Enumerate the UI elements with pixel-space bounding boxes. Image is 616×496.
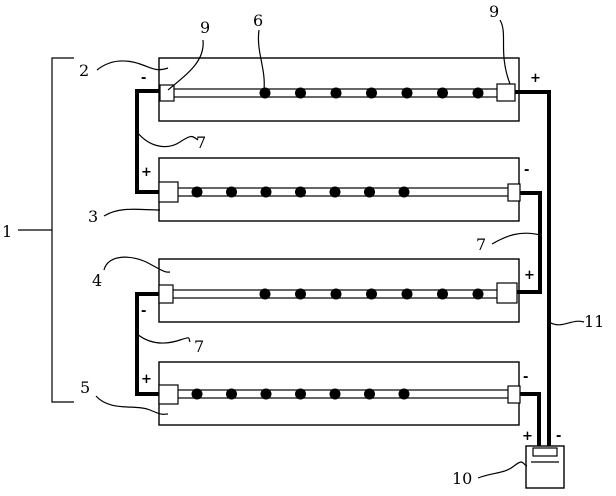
panel-bottom-right-cap [508, 386, 520, 403]
led-panel-third-6 [437, 289, 448, 300]
led-panel-bottom-7 [399, 389, 410, 400]
panel-bottom [159, 362, 520, 425]
led-panel-third-3 [331, 289, 342, 300]
leader-panel-second [104, 209, 160, 216]
led-panel-second-5 [330, 187, 341, 198]
leader-panel-bottom [96, 396, 168, 414]
led-panel-third-7 [473, 289, 484, 300]
leader-jumper-b [492, 233, 540, 244]
power-supply [526, 446, 564, 488]
label-panel-third: 4 [92, 271, 102, 290]
led-panel-bottom-1 [192, 389, 203, 400]
label-panel-second: 3 [88, 207, 98, 226]
led-panel-second-3 [261, 187, 272, 198]
label-panel-bottom: 5 [80, 378, 90, 397]
led-panel-third-5 [402, 289, 413, 300]
led-panel-second-4 [295, 187, 306, 198]
label-end-cap-right: 9 [489, 2, 499, 21]
led-panel-third-2 [295, 289, 306, 300]
led-panel-third-1 [260, 289, 271, 300]
led-panel-third-4 [366, 289, 377, 300]
panel-third-left-cap [159, 285, 173, 303]
polarity-panel-second-left: + [141, 165, 152, 180]
led-panel-bottom-5 [330, 389, 341, 400]
panel-top [159, 58, 519, 121]
leader-panel-top [97, 61, 168, 70]
panel-second-right-cap [508, 184, 520, 201]
label-jumper-b: 7 [476, 235, 486, 254]
label-main-lead: 11 [584, 312, 604, 331]
led-panel-bottom-6 [364, 389, 375, 400]
led-panel-top-4 [366, 88, 377, 99]
polarity-supply-negative: - [556, 429, 561, 444]
label-power-supply: 10 [452, 469, 472, 488]
polarity-panel-third-left: - [141, 304, 146, 319]
polarity-panel-top-right: + [530, 71, 541, 86]
led-panel-second-6 [364, 187, 375, 198]
polarity-supply-positive: + [522, 429, 533, 444]
leader-power-supply [478, 462, 527, 478]
led-panel-top-6 [437, 88, 448, 99]
led-panel-top-5 [402, 88, 413, 99]
led-panel-second-1 [192, 187, 203, 198]
led-panel-bottom-3 [261, 389, 272, 400]
label-jumper-a: 7 [196, 133, 206, 152]
leader-jumper-a [137, 132, 198, 147]
label-jumper-c: 7 [194, 337, 204, 356]
panel-third-right-cap [497, 283, 517, 303]
polarity-panel-bottom-right: - [523, 370, 528, 385]
led-panel-second-7 [399, 187, 410, 198]
power-supply-terminal-block [533, 448, 557, 456]
led-panel-second-2 [226, 187, 237, 198]
panel-second-left-cap [159, 182, 178, 202]
label-end-cap-left: 9 [200, 18, 210, 37]
panel-second [159, 158, 520, 221]
led-panel-top-2 [295, 88, 306, 99]
led-panel-top-1 [260, 88, 271, 99]
label-panel-top: 2 [79, 61, 89, 80]
leader-jumper-c [137, 334, 190, 343]
panel-bottom-left-cap [159, 385, 178, 404]
panel-third [159, 259, 519, 322]
polarity-panel-third-right: + [524, 268, 535, 283]
led-panel-top-7 [473, 88, 484, 99]
polarity-panel-top-left: - [141, 71, 146, 86]
label-group: 1 [2, 222, 12, 241]
led-panel-bottom-2 [226, 389, 237, 400]
polarity-panel-bottom-left: + [141, 372, 152, 387]
label-led: 6 [253, 11, 263, 30]
polarity-panel-second-right: - [524, 163, 529, 178]
led-panel-bottom-4 [295, 389, 306, 400]
group-brace [52, 58, 74, 402]
led-panel-top-3 [331, 88, 342, 99]
panel-top-right-cap [497, 84, 515, 101]
leader-main-lead [549, 321, 584, 325]
